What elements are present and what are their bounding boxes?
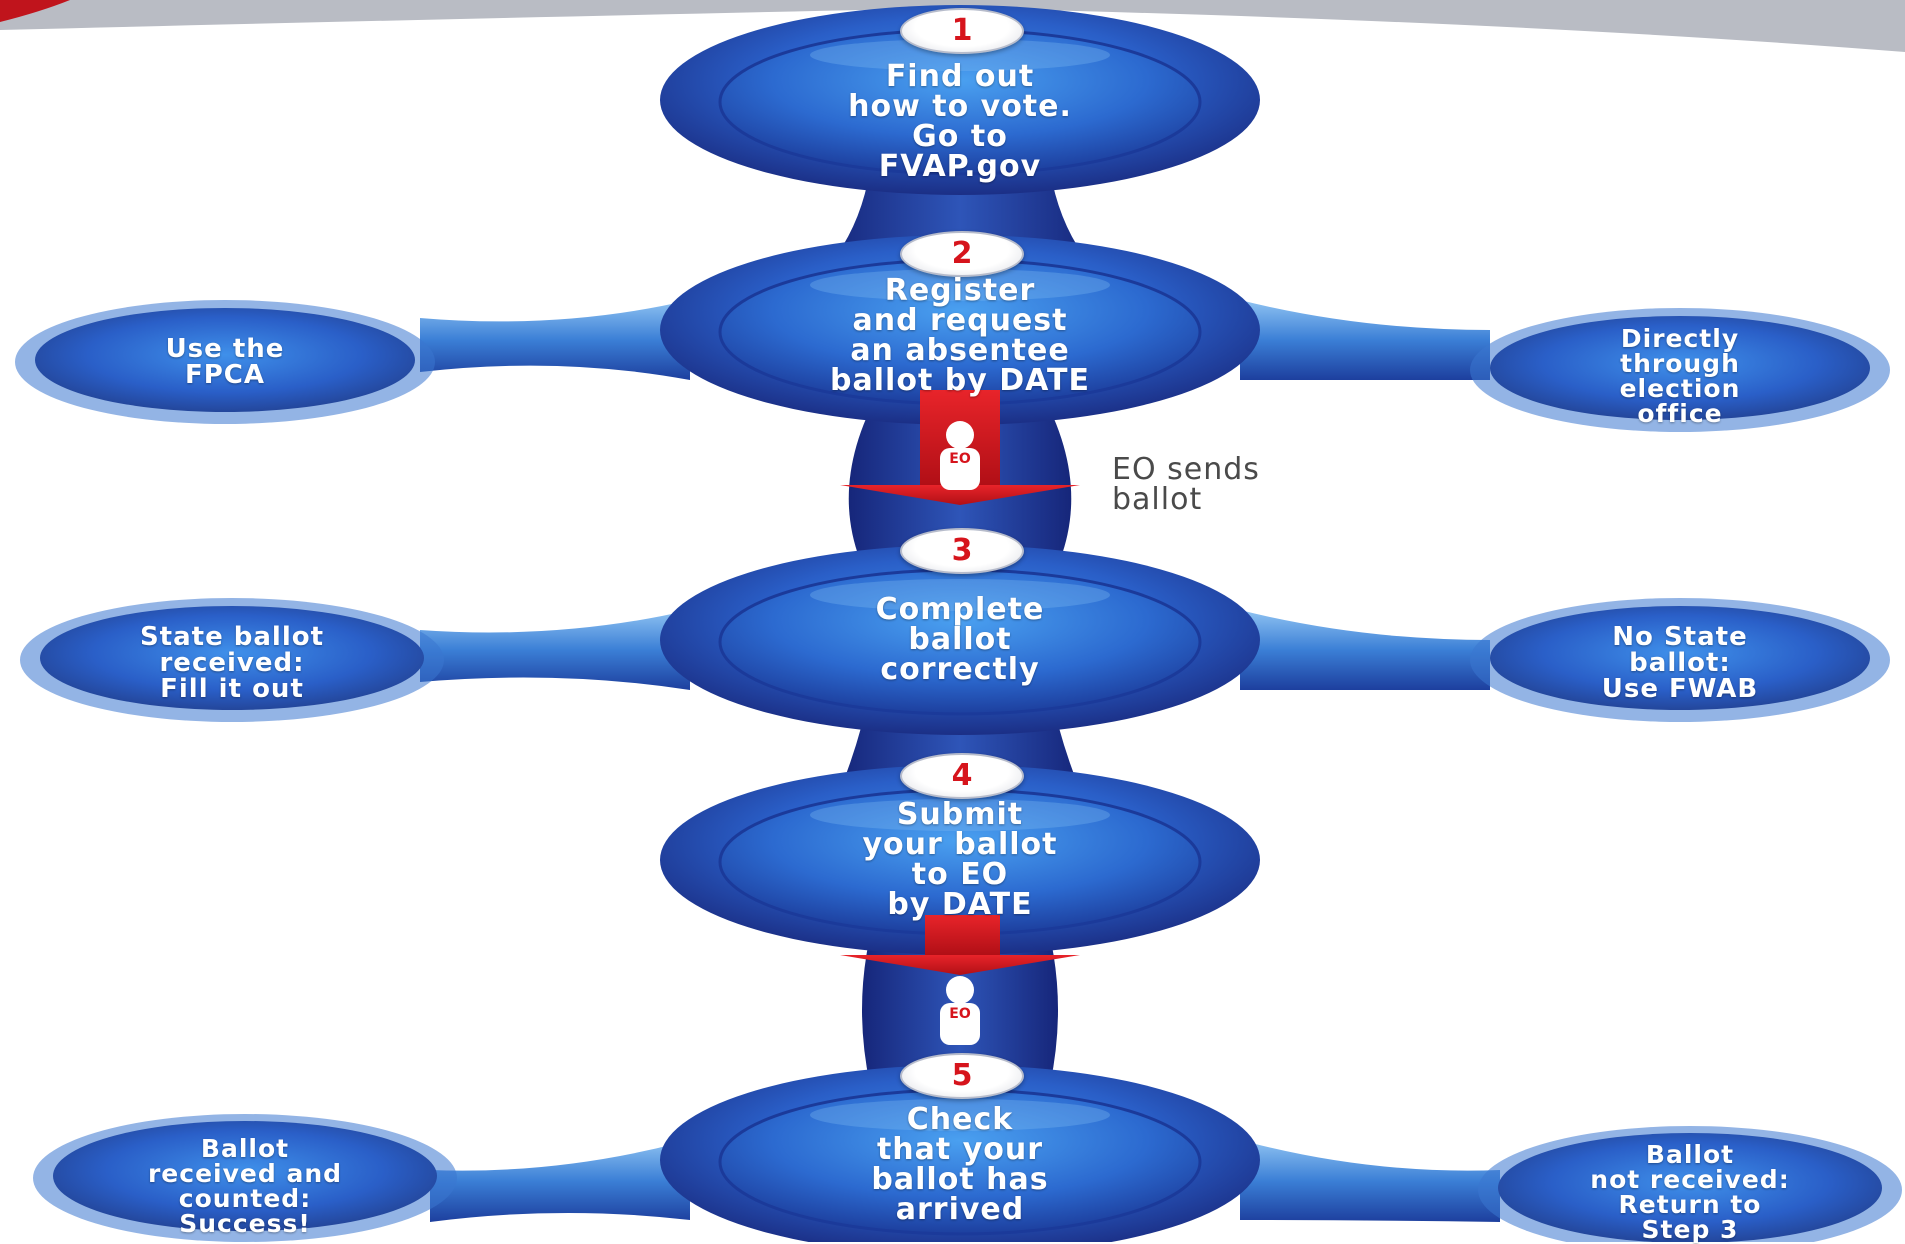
step-number-badge: 1 bbox=[900, 8, 1024, 54]
step-5-text: Check that your ballot has arrived bbox=[871, 1102, 1049, 1227]
side-oval-step3-left bbox=[20, 598, 444, 722]
step-oval-1 bbox=[660, 5, 1260, 195]
step-4-text: Submit your ballot to EO by DATE bbox=[862, 797, 1058, 922]
arm-step2-left bbox=[420, 300, 690, 380]
side-oval-step2-left bbox=[15, 300, 435, 424]
arm-step5-right bbox=[1240, 1140, 1500, 1222]
eo-sends-ballot-note: EO sends ballot bbox=[1112, 452, 1260, 517]
step3-right-option: No State ballot: Use FWAB bbox=[1601, 622, 1759, 704]
eo-badge-label: EO bbox=[949, 451, 971, 467]
step2-right-option: Directly through election office bbox=[1619, 324, 1741, 428]
side-oval-step5-left bbox=[33, 1114, 457, 1242]
step-number-badge: 5 bbox=[900, 1053, 1024, 1099]
step5-left-option: Ballot received and counted: Success! bbox=[147, 1134, 343, 1238]
step-2-text: Register and request an absentee ballot … bbox=[830, 273, 1090, 398]
arm-step2-right bbox=[1240, 300, 1490, 380]
eo-person-icon bbox=[940, 976, 980, 1045]
top-band bbox=[0, 0, 1905, 52]
step-number-badge: 3 bbox=[900, 528, 1024, 574]
eo-badge-label: EO bbox=[949, 1006, 971, 1022]
step-oval-4 bbox=[660, 765, 1260, 955]
side-oval-step5-right bbox=[1478, 1126, 1902, 1242]
step-number-badge: 2 bbox=[900, 231, 1024, 277]
top-band-red-accent bbox=[0, 0, 70, 22]
eo-person-icon bbox=[940, 421, 980, 490]
side-oval-step2-right bbox=[1470, 308, 1890, 432]
step2-left-option: Use the FPCA bbox=[165, 334, 285, 390]
step-1-text: Find out how to vote. Go to FVAP.gov bbox=[848, 59, 1072, 184]
step-oval-5 bbox=[660, 1065, 1260, 1242]
step5-right-option: Ballot not received: Return to Step 3 bbox=[1590, 1140, 1790, 1244]
red-arrow-submit bbox=[840, 915, 1080, 975]
arm-step5-left bbox=[430, 1140, 690, 1222]
step3-left-option: State ballot received: Fill it out bbox=[139, 622, 325, 704]
step-3-text: Complete ballot correctly bbox=[875, 592, 1045, 687]
step-oval-2 bbox=[660, 235, 1260, 425]
arm-step3-right bbox=[1240, 610, 1490, 690]
arm-step3-left bbox=[420, 610, 690, 690]
step-number-badge: 4 bbox=[900, 753, 1024, 799]
step-oval-3 bbox=[660, 545, 1260, 735]
side-oval-step3-right bbox=[1470, 598, 1890, 722]
